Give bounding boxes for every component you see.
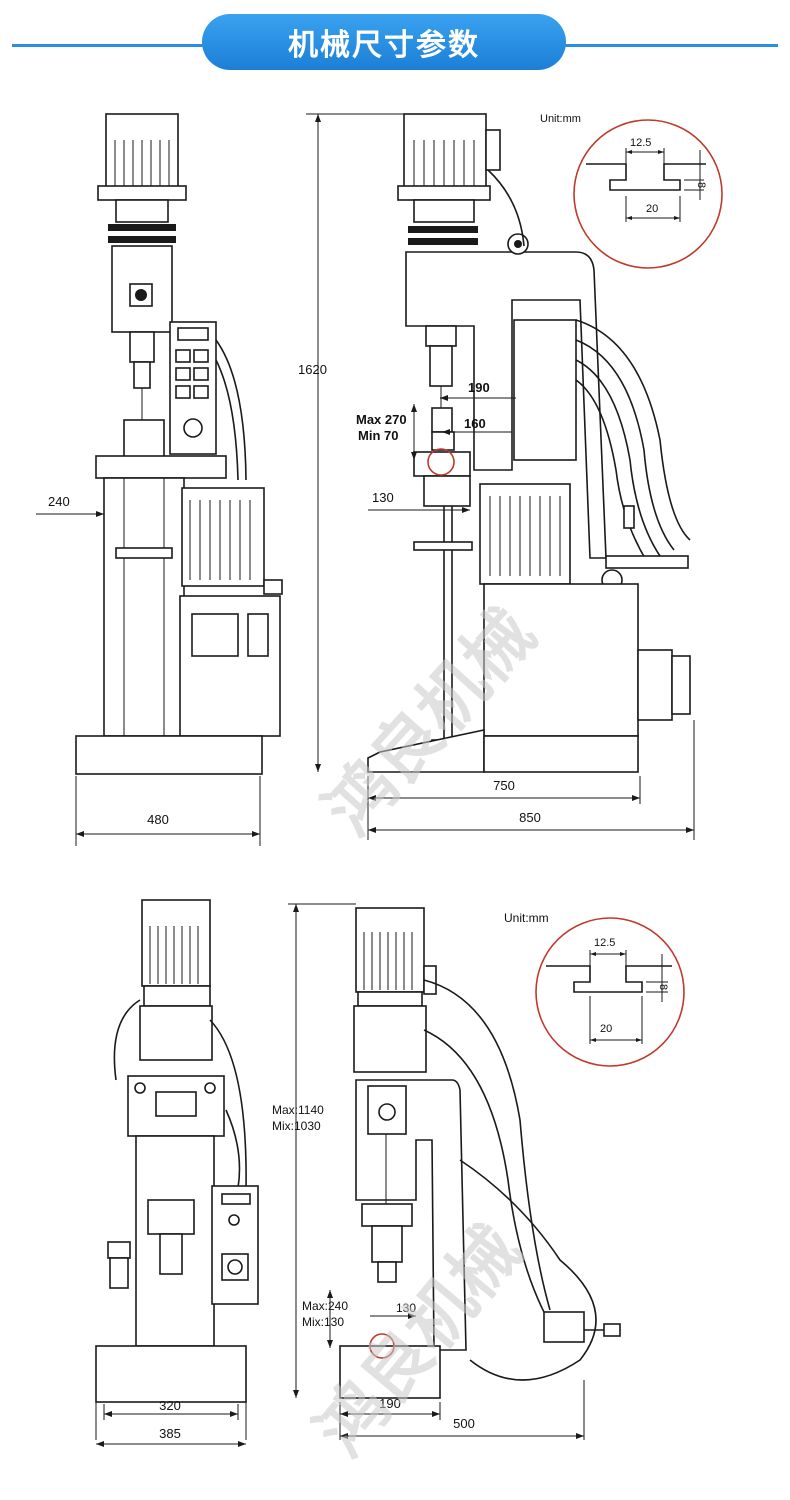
d2-stroke-max: Max:240 — [302, 1299, 348, 1313]
d1-slot-depth: 8 — [695, 182, 707, 188]
d2-stroke-min: Mix:130 — [302, 1315, 344, 1329]
d2-dim-500: 500 — [453, 1416, 475, 1431]
d2-side-view — [288, 903, 621, 1440]
d2-dim-385: 385 — [159, 1426, 181, 1441]
d1-front-view — [36, 113, 283, 846]
banner-title: 机械尺寸参数 — [202, 14, 566, 70]
d2-dim-130: 130 — [396, 1301, 416, 1315]
d1-dim-130: 130 — [372, 490, 394, 505]
watermark-bottom: 鸿良机械 — [302, 1211, 537, 1470]
d2-dim-190: 190 — [379, 1396, 401, 1411]
d1-slot-width: 12.5 — [630, 137, 651, 149]
d2-slot-depth: 8 — [657, 984, 669, 990]
d1-dim-850: 850 — [519, 810, 541, 825]
d1-stroke-min: Min 70 — [358, 428, 398, 443]
banner-line-left — [12, 44, 212, 47]
d1-dim-1620: 1620 — [298, 362, 327, 377]
d1-stroke-max: Max 270 — [356, 412, 407, 427]
d2-height-min: Mix:1030 — [272, 1119, 321, 1133]
d2-dim-320: 320 — [159, 1398, 181, 1413]
d1-dim-480: 480 — [147, 812, 169, 827]
d2-unit-label: Unit:mm — [504, 911, 549, 925]
d1-dim-190: 190 — [468, 380, 490, 395]
d1-dim-750: 750 — [493, 778, 515, 793]
d2-slot-width: 12.5 — [594, 937, 615, 949]
d2-front-view — [95, 899, 259, 1447]
d1-dim-160: 160 — [464, 416, 486, 431]
d1-slot-bottom: 20 — [646, 203, 658, 215]
d2-slot-bottom: 20 — [600, 1023, 612, 1035]
d2-height-max: Max:1140 — [272, 1103, 324, 1117]
d2-tslot-detail — [535, 917, 685, 1067]
banner-line-right — [556, 44, 778, 47]
d1-unit-label: Unit:mm — [540, 113, 581, 125]
d1-tslot-detail — [573, 119, 723, 269]
d1-side-view — [306, 113, 695, 840]
d1-dim-240: 240 — [48, 494, 70, 509]
